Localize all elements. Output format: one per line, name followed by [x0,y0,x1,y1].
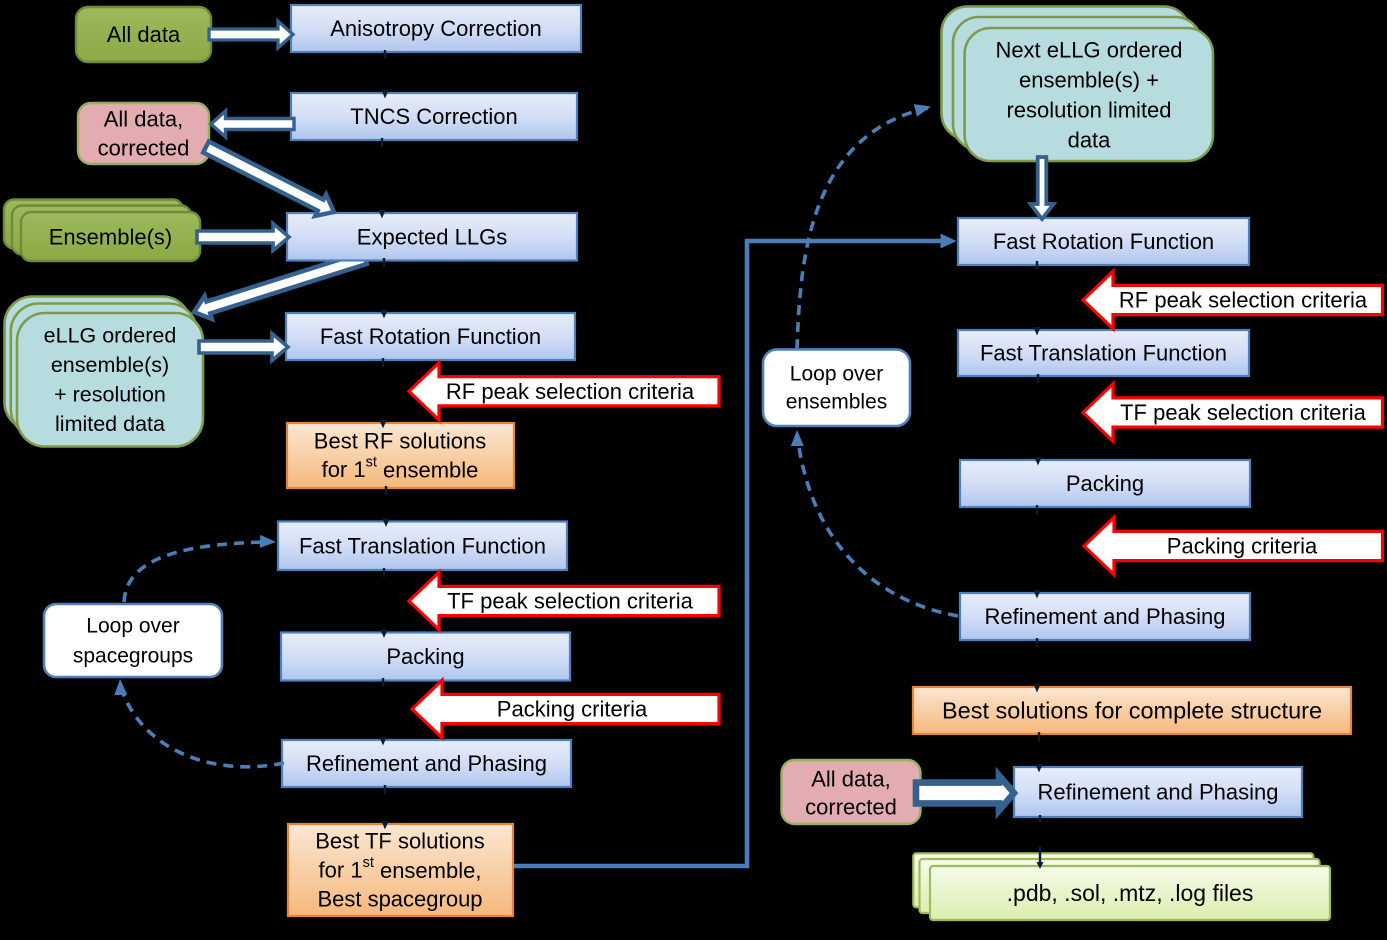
svg-text:Ensemble(s): Ensemble(s) [49,225,172,250]
svg-text:for 1st ensemble: for 1st ensemble [322,455,479,483]
svg-text:Loop over: Loop over [86,615,179,638]
svg-text:Packing: Packing [1066,471,1144,496]
svg-text:.pdb, .sol, .mtz, .log files: .pdb, .sol, .mtz, .log files [1007,880,1254,906]
svg-text:All data: All data [107,22,181,47]
svg-text:Fast Translation Function: Fast Translation Function [299,533,546,558]
svg-text:Anisotropy Correction: Anisotropy Correction [330,16,542,41]
svg-text:corrected: corrected [805,795,897,820]
svg-text:Next eLLG ordered: Next eLLG ordered [995,38,1182,63]
svg-text:limited data: limited data [55,412,165,436]
svg-text:resolution limited: resolution limited [1006,98,1171,123]
svg-text:eLLG ordered: eLLG ordered [44,323,177,347]
svg-text:Packing criteria: Packing criteria [497,697,648,722]
svg-text:Refinement and Phasing: Refinement and Phasing [306,751,547,776]
svg-text:data: data [1068,128,1112,153]
svg-text:ensemble(s): ensemble(s) [51,353,169,377]
svg-text:Best RF solutions: Best RF solutions [314,429,486,454]
svg-text:Fast Rotation Function: Fast Rotation Function [993,229,1214,254]
svg-text:Refinement and Phasing: Refinement and Phasing [1038,780,1279,805]
svg-text:Packing: Packing [386,644,464,669]
svg-text:spacegroups: spacegroups [73,645,193,668]
svg-text:TF peak selection criteria: TF peak selection criteria [447,589,694,614]
svg-text:for 1st ensemble,: for 1st ensemble, [319,855,482,883]
svg-text:All data,: All data, [811,767,891,792]
svg-text:All data,: All data, [104,106,184,131]
svg-text:Best solutions for complete st: Best solutions for complete structure [942,698,1322,724]
svg-text:+ resolution: + resolution [54,383,166,407]
svg-text:RF peak selection criteria: RF peak selection criteria [446,379,695,404]
svg-text:Packing criteria: Packing criteria [1167,534,1318,559]
svg-text:Fast Rotation Function: Fast Rotation Function [320,324,541,349]
svg-text:Expected LLGs: Expected LLGs [357,224,507,249]
svg-text:Best spacegroup: Best spacegroup [317,887,482,912]
svg-text:ensemble(s) +: ensemble(s) + [1019,68,1159,93]
svg-text:ensembles: ensembles [786,391,888,414]
svg-text:Best TF solutions: Best TF solutions [315,829,485,854]
svg-text:corrected: corrected [98,136,190,161]
svg-text:Refinement and Phasing: Refinement and Phasing [985,604,1226,629]
svg-text:Fast Translation Function: Fast Translation Function [980,341,1227,366]
svg-text:TF peak selection criteria: TF peak selection criteria [1120,400,1367,425]
svg-text:TNCS Correction: TNCS Correction [350,104,517,129]
svg-text:RF peak selection criteria: RF peak selection criteria [1119,288,1368,313]
svg-text:Loop over: Loop over [790,362,883,385]
